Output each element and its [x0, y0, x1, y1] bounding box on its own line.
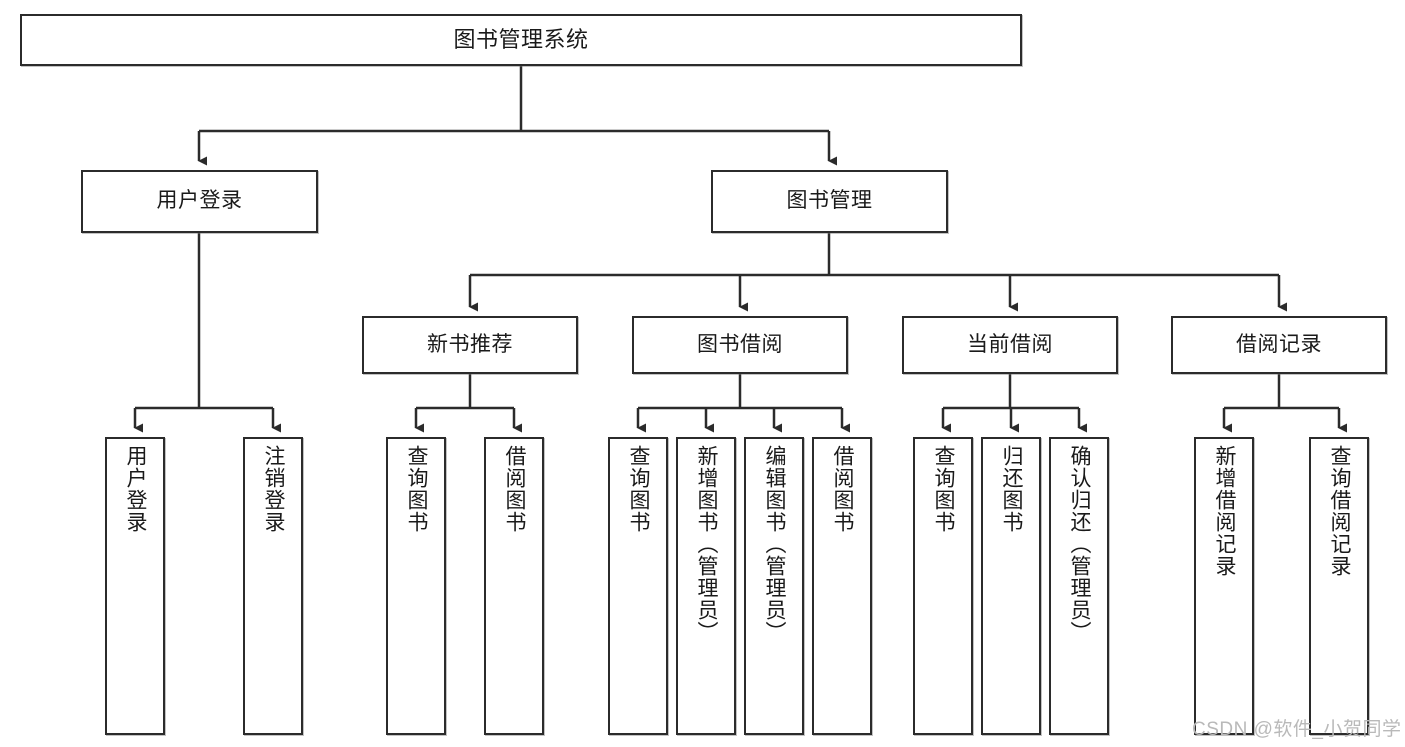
node-leaf-add-borrow-record: 新增借阅记录	[1194, 437, 1254, 735]
node-label: 新书推荐	[427, 332, 513, 356]
node-label: 借阅图书	[831, 445, 855, 533]
node-label: 查询图书	[932, 445, 956, 533]
node-user-login: 用户登录	[81, 170, 318, 233]
node-new-book-recommend: 新书推荐	[362, 316, 578, 374]
node-leaf-query-book-recommend: 查询图书	[386, 437, 446, 735]
node-label: 新增借阅记录	[1213, 445, 1237, 577]
node-leaf-add-book-admin: 新增图书（管理员）	[676, 437, 736, 735]
node-book-manage: 图书管理	[711, 170, 948, 233]
node-root-system: 图书管理系统	[20, 14, 1022, 66]
node-leaf-logout-login: 注销登录	[243, 437, 303, 735]
node-label: 图书借阅	[697, 332, 783, 356]
node-leaf-edit-book-admin: 编辑图书（管理员）	[744, 437, 804, 735]
node-leaf-borrow-book: 借阅图书	[812, 437, 872, 735]
node-label: 新增图书（管理员）	[695, 445, 719, 643]
node-leaf-borrow-book-recommend: 借阅图书	[484, 437, 544, 735]
node-label: 用户登录	[124, 445, 148, 533]
node-label: 确认归还（管理员）	[1068, 445, 1092, 643]
node-current-borrow: 当前借阅	[902, 316, 1118, 374]
node-label: 借阅图书	[503, 445, 527, 533]
watermark-label: CSDN @软件_小贺同学	[1192, 719, 1402, 740]
node-label: 查询图书	[627, 445, 651, 533]
node-label: 编辑图书（管理员）	[763, 445, 787, 643]
node-leaf-query-book-borrow: 查询图书	[608, 437, 668, 735]
node-label: 查询图书	[405, 445, 429, 533]
node-label: 当前借阅	[967, 332, 1053, 356]
node-label: 图书管理系统	[453, 27, 589, 53]
node-label: 用户登录	[156, 189, 243, 213]
node-leaf-query-book-current: 查询图书	[913, 437, 973, 735]
node-book-borrow: 图书借阅	[632, 316, 848, 374]
node-label: 归还图书	[1000, 445, 1024, 533]
node-label: 注销登录	[262, 445, 286, 533]
node-leaf-return-book: 归还图书	[981, 437, 1041, 735]
node-label: 借阅记录	[1236, 332, 1322, 356]
node-label: 图书管理	[786, 189, 873, 213]
node-leaf-confirm-return-admin: 确认归还（管理员）	[1049, 437, 1109, 735]
node-leaf-user-login: 用户登录	[105, 437, 165, 735]
node-borrow-record: 借阅记录	[1171, 316, 1387, 374]
node-leaf-query-borrow-record: 查询借阅记录	[1309, 437, 1369, 735]
node-label: 查询借阅记录	[1328, 445, 1352, 577]
